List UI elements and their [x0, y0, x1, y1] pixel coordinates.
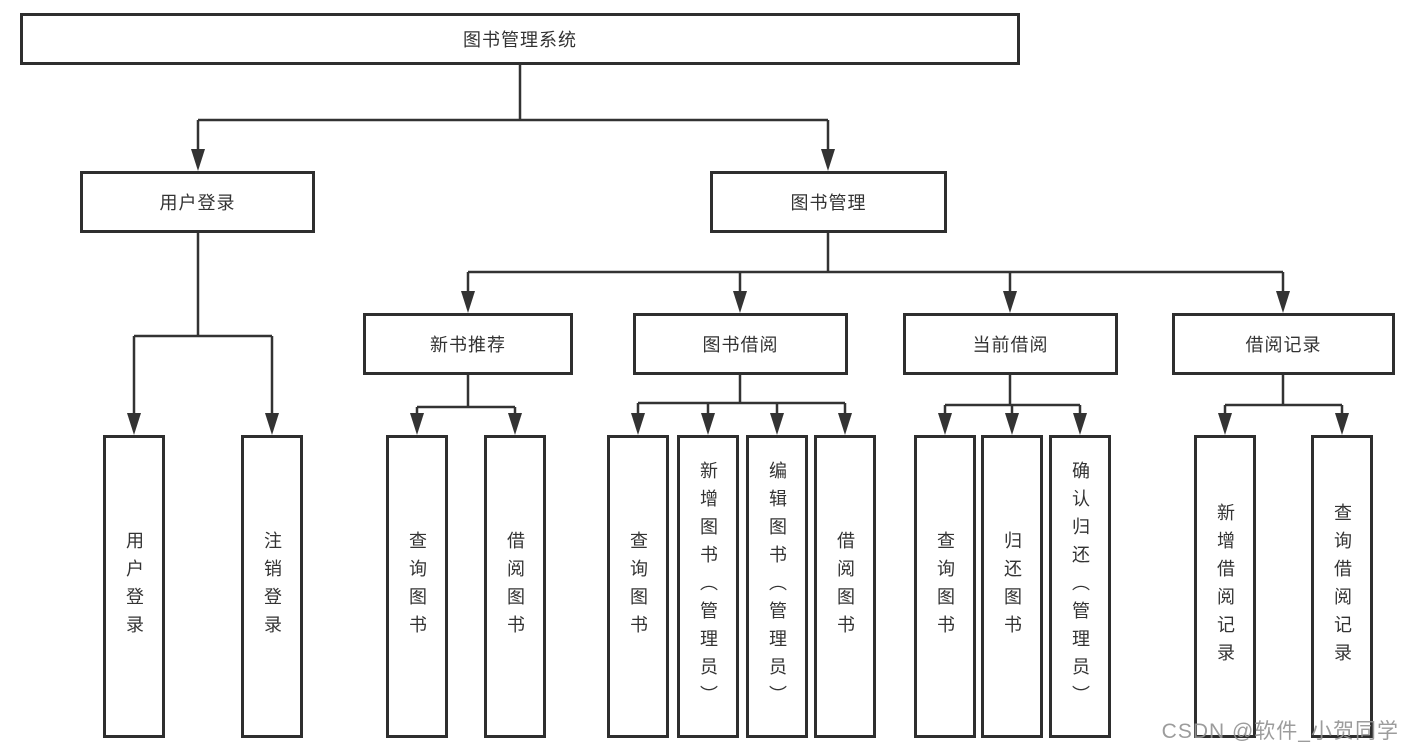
- node-book-management: 图书管理: [710, 171, 947, 233]
- node-borrowing-records: 借阅记录: [1172, 313, 1395, 375]
- leaf-borrow-books-recommend: 借阅图书: [484, 435, 546, 738]
- leaf-query-books-current: 查询图书: [914, 435, 976, 738]
- leaf-confirm-return-admin: 确认归还（管理员）: [1049, 435, 1111, 738]
- node-current-borrowing: 当前借阅: [903, 313, 1118, 375]
- node-library-management-system: 图书管理系统: [20, 13, 1020, 65]
- leaf-query-books-borrowing: 查询图书: [607, 435, 669, 738]
- leaf-add-borrow-record: 新增借阅记录: [1194, 435, 1256, 738]
- leaf-query-books-recommend: 查询图书: [386, 435, 448, 738]
- arrowhead-icons: [127, 149, 1349, 435]
- csdn-watermark: CSDN @软件_小贺同学: [1161, 720, 1399, 743]
- leaf-logout: 注销登录: [241, 435, 303, 738]
- node-new-book-recommend: 新书推荐: [363, 313, 573, 375]
- leaf-user-login: 用户登录: [103, 435, 165, 738]
- node-book-borrowing: 图书借阅: [633, 313, 848, 375]
- leaf-query-borrow-record: 查询借阅记录: [1311, 435, 1373, 738]
- node-user-login: 用户登录: [80, 171, 315, 233]
- leaf-return-books: 归还图书: [981, 435, 1043, 738]
- leaf-borrow-books: 借阅图书: [814, 435, 876, 738]
- leaf-edit-books-admin: 编辑图书（管理员）: [746, 435, 808, 738]
- leaf-add-books-admin: 新增图书（管理员）: [677, 435, 739, 738]
